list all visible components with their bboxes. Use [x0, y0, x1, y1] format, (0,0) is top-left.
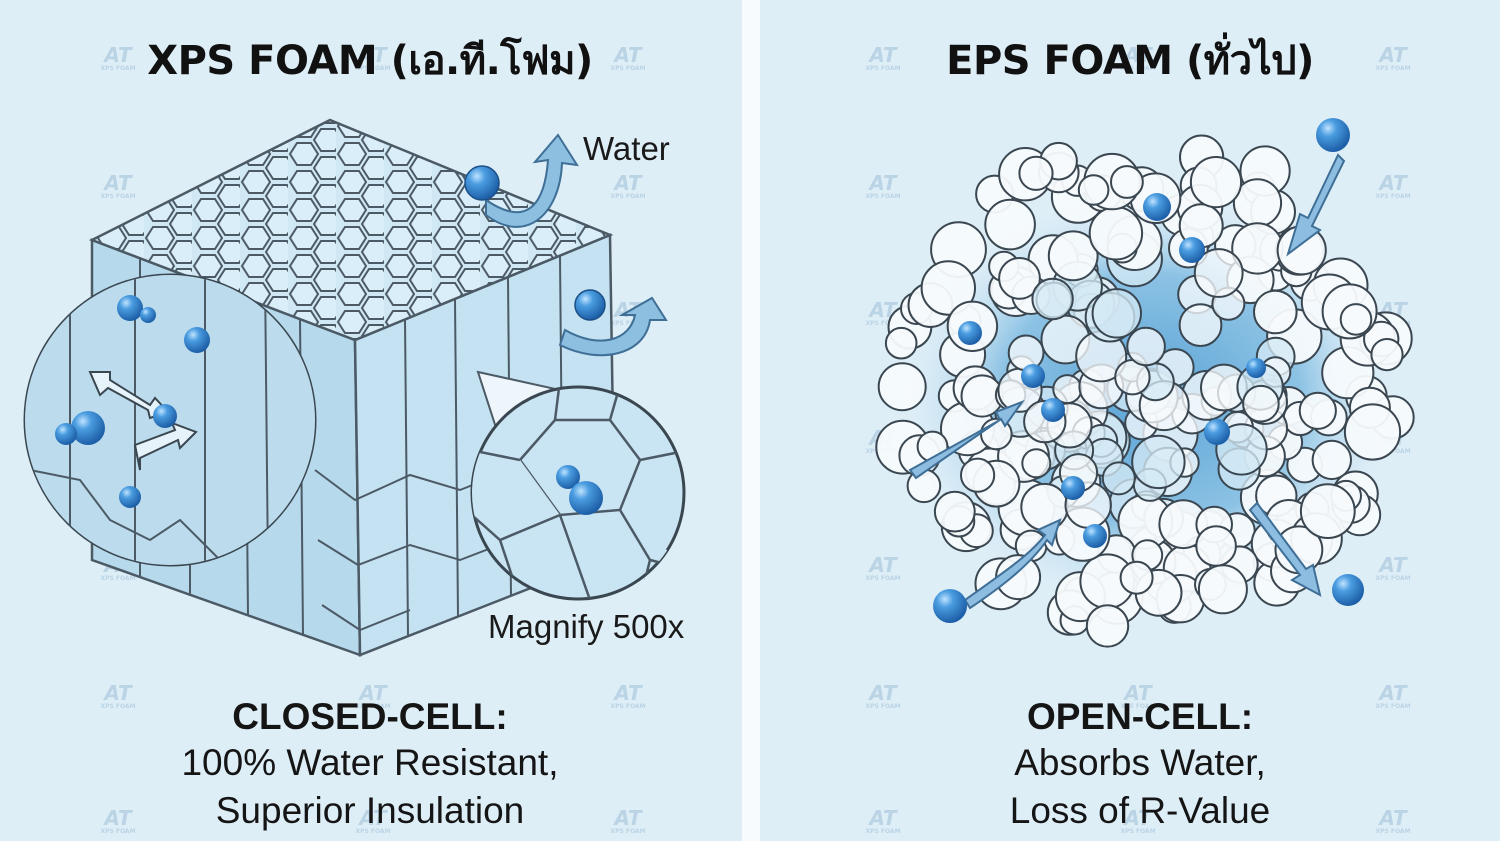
eps-bead: [960, 457, 996, 493]
water-drop: [117, 295, 143, 321]
water-drop: [574, 289, 606, 321]
eps-bead: [1088, 206, 1144, 261]
diffusion-arrow-left: [908, 399, 1025, 480]
water-deflect-arrow-top: [485, 133, 579, 228]
water-drop: [569, 481, 603, 515]
eps-bead: [1126, 326, 1166, 367]
eps-bead: [1370, 338, 1404, 372]
eps-bead: [998, 257, 1041, 300]
left-magnifier-lens: [23, 273, 317, 567]
water-drop: [71, 411, 105, 445]
eps-bead: [1339, 303, 1373, 336]
xps-caption-line: 100% Water Resistant,: [181, 742, 559, 783]
eps-bead: [1197, 564, 1248, 615]
eps-bead: [1195, 525, 1237, 567]
water-flow-arrows: [908, 153, 1346, 610]
water-drop: [1083, 524, 1107, 548]
water-drop: [119, 486, 141, 508]
eps-bead: [933, 490, 976, 533]
eps-caption-heading: OPEN-CELL:: [1026, 696, 1254, 737]
eps-bead: [877, 362, 927, 412]
eps-bead: [1193, 248, 1244, 298]
water-drop: [933, 589, 967, 623]
eps-bead: [1189, 156, 1243, 209]
inflow-arrow: [1286, 153, 1346, 257]
water-drop: [1061, 476, 1085, 500]
water-drop: [140, 307, 156, 323]
eps-bead: [1343, 403, 1402, 461]
eps-bead: [884, 326, 918, 360]
water-drop: [1246, 358, 1266, 378]
eps-bead: [1085, 604, 1130, 648]
eps-bead: [1021, 448, 1052, 479]
eps-caption: OPEN-CELL: Absorbs Water, Loss of R-Valu…: [860, 695, 1420, 835]
xps-title: XPS FOAM (เอ.ที.โฟม): [147, 38, 593, 84]
eps-bead: [1311, 439, 1352, 481]
water-drop: [184, 327, 210, 353]
water-drop: [958, 321, 982, 345]
eps-bead: [1298, 391, 1337, 430]
eps-bead: [1110, 165, 1144, 199]
water-drop: [55, 423, 77, 445]
water-drop: [556, 465, 580, 489]
right-magnifier-lens-500x: [470, 385, 686, 601]
water-drop: [1021, 364, 1045, 388]
water-drop: [1143, 193, 1171, 221]
water-deflect-arrow-side: [558, 296, 668, 357]
magnify-label: Magnify 500x: [488, 608, 685, 645]
xps-caption-heading: CLOSED-CELL:: [232, 696, 508, 737]
eps-bead: [1020, 482, 1069, 532]
diffusion-arrows: [133, 421, 198, 471]
water-drop: [1041, 398, 1065, 422]
eps-bead: [1047, 230, 1099, 282]
eps-caption-line: Absorbs Water,: [1014, 742, 1266, 783]
eps-bead: [984, 198, 1036, 251]
outflow-arrow: [1248, 501, 1322, 597]
eps-beads: [875, 134, 1415, 648]
eps-bead: [1299, 483, 1356, 540]
eps-bead: [1018, 155, 1054, 191]
water-drop: [1179, 237, 1205, 263]
panel-divider: [742, 0, 760, 841]
eps-bead: [1031, 277, 1074, 321]
water-drop: [1332, 574, 1364, 606]
eps-bead: [1091, 288, 1142, 339]
eps-bead: [1178, 303, 1223, 348]
eps-bead: [1077, 174, 1110, 206]
eps-bead: [1101, 461, 1136, 496]
water-drop: [153, 404, 177, 428]
xps-closed-cell-diagram: [23, 118, 686, 657]
xps-caption-line: Superior Insulation: [215, 790, 525, 831]
eps-caption-line: Loss of R-Value: [1009, 790, 1271, 831]
eps-bead: [1242, 384, 1280, 423]
water-drop: [464, 165, 500, 201]
inflow-arrow: [963, 518, 1062, 610]
eps-open-cell-diagram: [875, 118, 1415, 648]
eps-bead: [920, 260, 977, 316]
eps-bead: [1253, 289, 1298, 335]
water-drop: [1204, 419, 1230, 445]
xps-caption: CLOSED-CELL: 100% Water Resistant, Super…: [60, 695, 680, 835]
eps-bead: [1119, 560, 1154, 595]
water-label: Water: [583, 130, 670, 167]
eps-bead: [1007, 334, 1045, 372]
eps-title: EPS FOAM (ทั่วไป): [946, 38, 1314, 84]
eps-bead: [1131, 434, 1186, 490]
water-drop: [1316, 118, 1350, 152]
